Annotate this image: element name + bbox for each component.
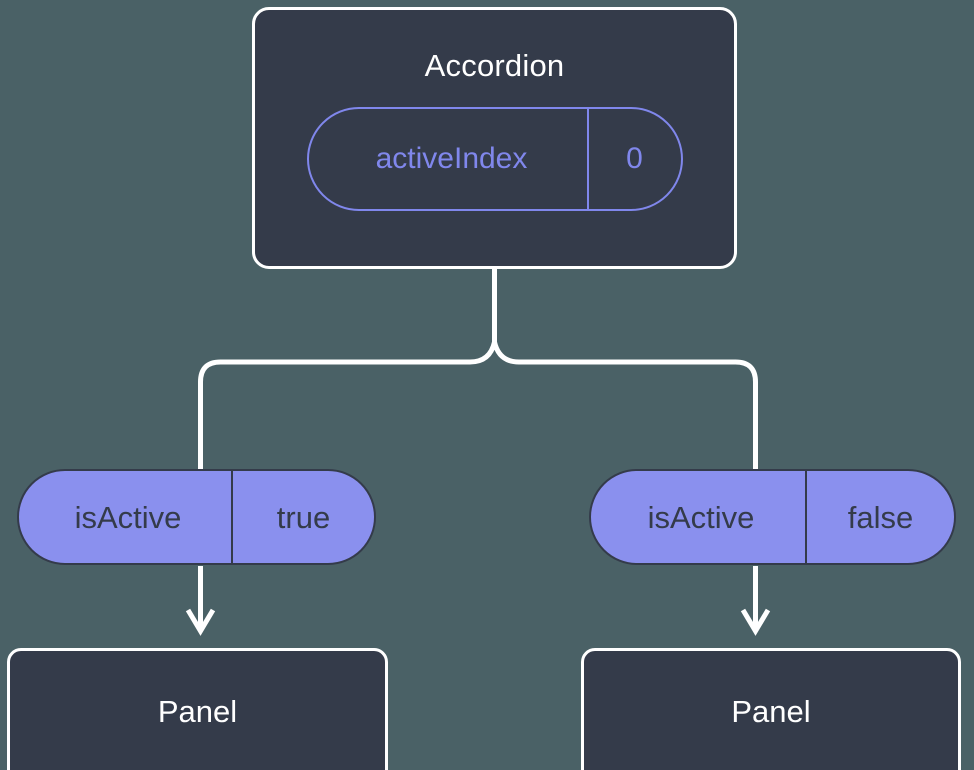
arrow-head-right-icon	[740, 608, 771, 636]
state-badge-value: false	[805, 471, 954, 563]
prop-badge-key: activeIndex	[375, 142, 528, 175]
node-panel-left[interactable]: Panel	[7, 648, 388, 770]
state-badge-isactive-true[interactable]: isActive true	[17, 469, 376, 565]
node-accordion[interactable]: Accordion activeIndex 0	[252, 7, 737, 269]
prop-badge-activeindex[interactable]: activeIndex 0	[306, 107, 683, 211]
prop-badge-value: 0	[586, 109, 681, 209]
state-badge-key: isActive	[647, 499, 755, 535]
node-accordion-title: Accordion	[424, 48, 565, 83]
node-panel-left-title: Panel	[157, 693, 238, 729]
arrow-head-left-icon	[185, 608, 216, 636]
node-panel-right[interactable]: Panel	[581, 648, 961, 770]
node-panel-right-title: Panel	[731, 693, 811, 729]
state-badge-key: isActive	[74, 499, 182, 535]
state-badge-value: true	[231, 471, 374, 563]
state-badge-isactive-false[interactable]: isActive false	[589, 469, 956, 565]
connector-branch-right	[492, 341, 758, 469]
connector-branch-left	[198, 341, 497, 469]
